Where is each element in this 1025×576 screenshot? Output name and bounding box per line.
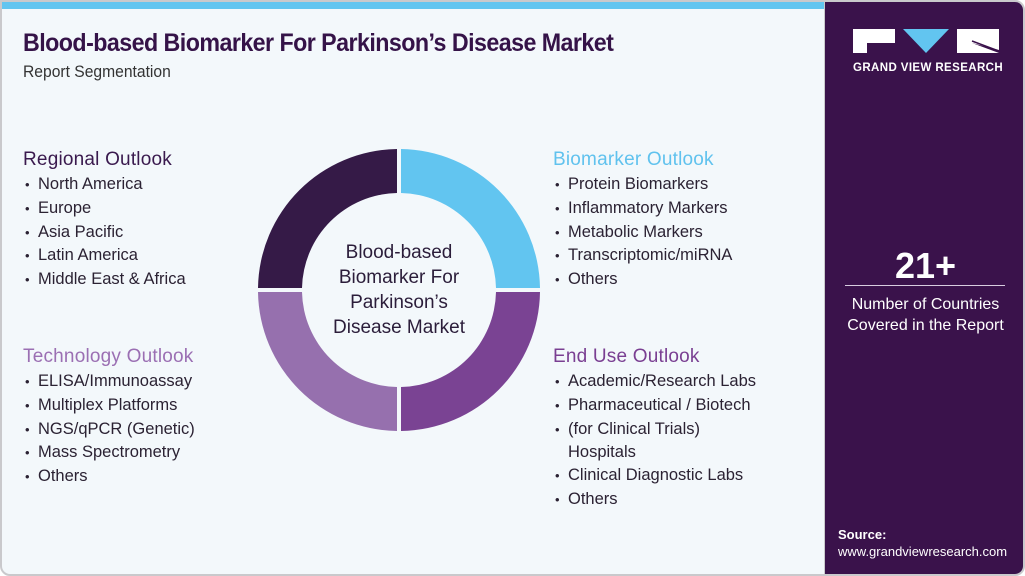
- list-item: •NGS/qPCR (Genetic): [23, 418, 195, 442]
- page-subtitle: Report Segmentation: [23, 62, 171, 81]
- biomarker-outlook-heading: Biomarker Outlook: [553, 149, 714, 170]
- bullet-icon: •: [25, 248, 30, 264]
- bullet-icon: •: [555, 468, 560, 484]
- regional-outlook-section: Regional Outlook •North America •Europe …: [23, 149, 186, 292]
- list-item: •Asia Pacific: [23, 221, 186, 245]
- bullet-icon: •: [555, 421, 560, 437]
- technology-outlook-section: Technology Outlook •ELISA/Immunoassay •M…: [23, 346, 195, 489]
- technology-outlook-heading: Technology Outlook: [23, 346, 194, 367]
- stat-divider: [845, 285, 1005, 286]
- list-item: •Europe: [23, 197, 186, 221]
- bullet-icon: •: [25, 200, 30, 216]
- bullet-icon: •: [555, 374, 560, 389]
- bullet-icon: •: [555, 224, 560, 240]
- bullet-icon: •: [25, 374, 30, 389]
- list-item: •Transcriptomic/miRNA: [553, 244, 732, 268]
- donut-center-label: Blood-based Biomarker For Parkinson’s Di…: [333, 242, 465, 338]
- list-item: •Others: [553, 268, 732, 292]
- list-item: •Others: [23, 465, 195, 489]
- list-item: •(for Clinical Trials)Hospitals: [555, 419, 701, 462]
- list-item: •Pharmaceutical / Biotech: [553, 394, 756, 418]
- bullet-icon: •: [25, 272, 30, 288]
- donut-segment-biomarker: [401, 149, 540, 288]
- end-use-outlook-section: End Use Outlook •Academic/Research Labs …: [553, 346, 756, 512]
- bullet-icon: •: [555, 248, 560, 264]
- donut-segment-regional: [258, 149, 397, 288]
- list-item: •Clinical Diagnostic Labs: [553, 464, 756, 488]
- technology-outlook-list: •ELISA/Immunoassay •Multiplex Platforms …: [23, 370, 195, 489]
- list-item: •Metabolic Markers: [553, 221, 732, 245]
- countries-count-description: Number of Countries Covered in the Repor…: [847, 296, 1004, 334]
- source-label: Source:: [838, 527, 887, 542]
- bullet-icon: •: [25, 224, 30, 240]
- source-url-link[interactable]: www.grandviewresearch.com: [838, 544, 1008, 559]
- biomarker-outlook-list: •Protein Biomarkers •Inflammatory Marker…: [553, 173, 732, 292]
- list-item: •ELISA/Immunoassay: [23, 370, 195, 394]
- sidebar-panel: [824, 2, 1023, 574]
- bullet-icon: •: [25, 469, 30, 485]
- list-item: •North America: [23, 173, 186, 197]
- list-item: •Academic/Research Labs: [553, 370, 756, 394]
- countries-count-value: 21+: [894, 245, 957, 286]
- grand-view-research-logo-icon: [853, 29, 999, 53]
- list-item: •Others: [553, 488, 756, 512]
- bullet-icon: •: [25, 177, 30, 192]
- page-title: Blood-based Biomarker For Parkinson’s Di…: [23, 29, 614, 57]
- list-item: •Protein Biomarkers: [553, 173, 732, 197]
- regional-outlook-heading: Regional Outlook: [23, 149, 172, 170]
- bullet-icon: •: [555, 397, 560, 413]
- end-use-outlook-list: •Academic/Research Labs •Pharmaceutical …: [553, 370, 756, 512]
- logo-text: GRAND VIEW RESEARCH: [853, 62, 1004, 74]
- top-accent-strip: [2, 2, 824, 9]
- bullet-icon: •: [555, 272, 560, 288]
- list-item: •Multiplex Platforms: [23, 394, 195, 418]
- bullet-icon: •: [25, 421, 30, 437]
- bullet-icon: •: [555, 177, 560, 192]
- list-item: •Middle East & Africa: [23, 268, 186, 292]
- bullet-icon: •: [25, 445, 30, 461]
- biomarker-outlook-section: Biomarker Outlook •Protein Biomarkers •I…: [553, 149, 732, 292]
- regional-outlook-list: •North America •Europe •Asia Pacific •La…: [23, 173, 186, 292]
- bullet-icon: •: [25, 397, 30, 413]
- donut-segment-technology: [258, 292, 397, 431]
- main-panel: Blood-based Biomarker For Parkinson’s Di…: [2, 2, 824, 574]
- segmentation-donut-chart: [258, 149, 540, 431]
- end-use-outlook-heading: End Use Outlook: [553, 346, 700, 367]
- bullet-icon: •: [555, 491, 560, 507]
- donut-segment-end-use: [401, 292, 540, 431]
- bullet-icon: •: [555, 200, 560, 216]
- list-item: •Inflammatory Markers: [553, 197, 732, 221]
- list-item: •Latin America: [23, 244, 186, 268]
- list-item: •Mass Spectrometry: [23, 441, 195, 465]
